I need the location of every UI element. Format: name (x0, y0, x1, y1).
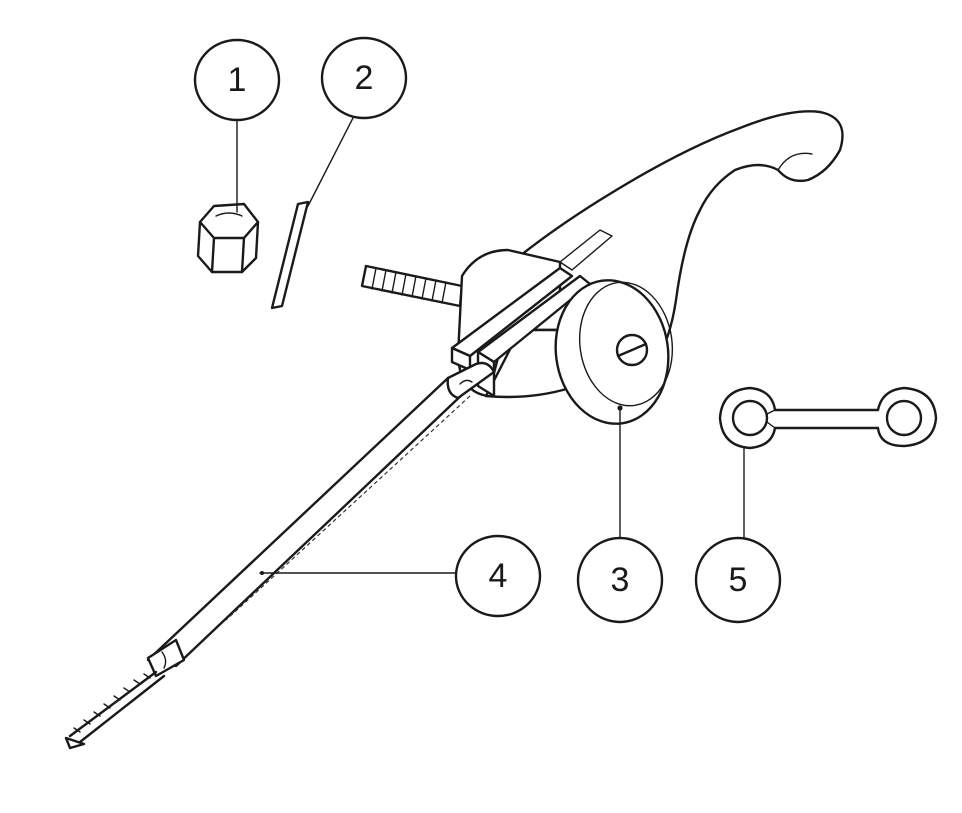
callout-1: 1 (193, 38, 281, 122)
callout-3: 3 (576, 536, 664, 624)
threaded-rod (360, 264, 464, 308)
callout-label-4: 4 (489, 557, 508, 595)
callout-label-3: 3 (611, 561, 630, 599)
pin-icon (270, 200, 310, 310)
cable-icon (64, 361, 496, 750)
lever-housing-icon (360, 110, 844, 425)
callout-4: 4 (454, 534, 542, 618)
callout-label-1: 1 (228, 61, 247, 99)
callout-label-5: 5 (729, 561, 748, 599)
hex-nut-icon (196, 202, 260, 274)
callout-5: 5 (694, 536, 782, 624)
callout-label-2: 2 (355, 59, 374, 97)
double-ring-clip-icon (718, 386, 938, 450)
leader-line-2 (307, 115, 355, 207)
leader-lines (236, 115, 745, 575)
callout-2: 2 (320, 36, 408, 120)
